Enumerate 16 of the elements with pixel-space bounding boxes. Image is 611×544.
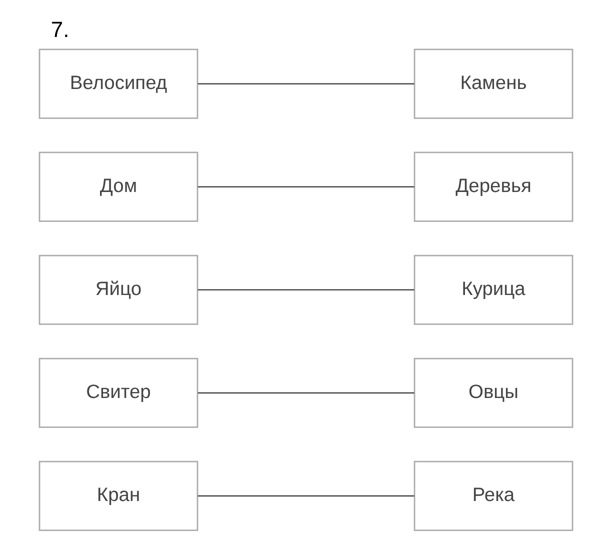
- connector: [197, 83, 414, 84]
- node-box: Деревья: [413, 152, 573, 222]
- node-box: Овцы: [413, 358, 573, 428]
- connector: [197, 392, 414, 394]
- node-box: Курица: [413, 254, 573, 325]
- connector: [197, 495, 414, 496]
- node-box: Река: [413, 460, 573, 531]
- node-box: Яйцо: [38, 254, 198, 325]
- diagram-title: 7.: [50, 16, 69, 42]
- node-box: Кран: [38, 460, 198, 531]
- connector: [197, 186, 414, 188]
- connector: [197, 289, 414, 290]
- node-box: Дом: [38, 152, 198, 222]
- node-box: Велосипед: [38, 48, 198, 119]
- node-box: Свитер: [38, 358, 198, 428]
- node-box: Камень: [413, 48, 573, 119]
